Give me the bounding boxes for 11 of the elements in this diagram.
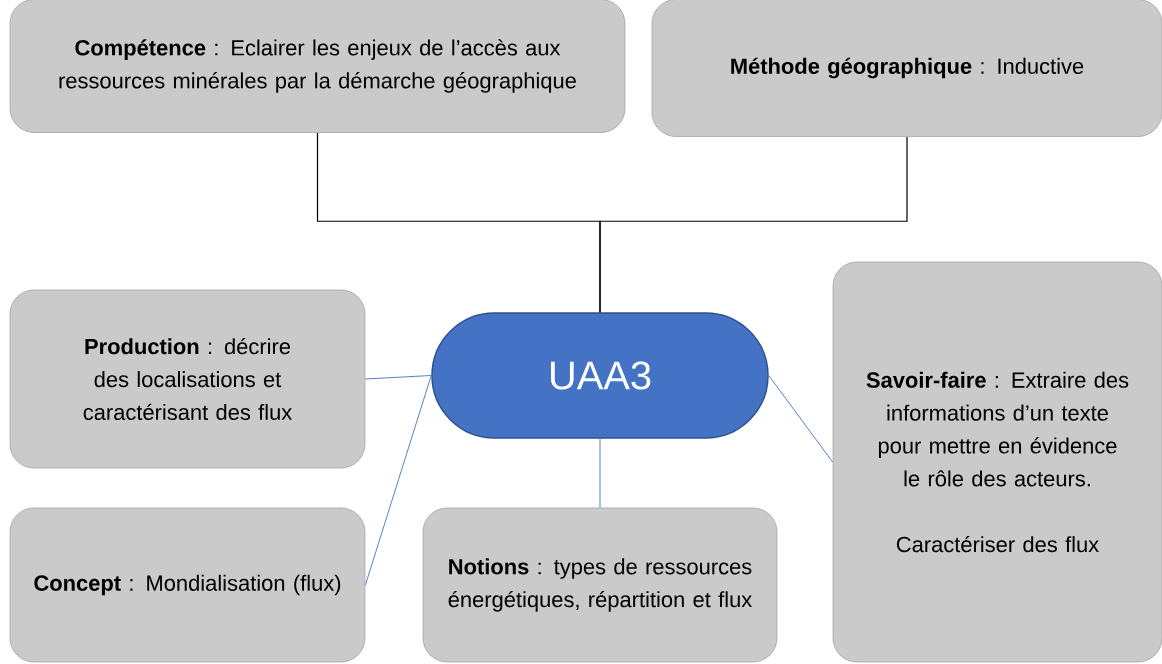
connector-line xyxy=(768,375,834,463)
connector-line xyxy=(599,438,601,509)
topic-box: Production : décrire des localisations et caractérisant des flux xyxy=(9,289,366,469)
topic-box: Compétence : Eclairer les enjeux de l’accès aux ressources minérales par la démarche géographique xyxy=(9,0,626,133)
connector-line xyxy=(599,136,908,313)
topic-box: Savoir-faire : Extraire des informations d’un texte pour mettre en évidence le rôle des acteurs. Caractériser des flux xyxy=(832,261,1162,663)
connector-line xyxy=(364,375,432,380)
topic-box: Méthode géographique : Inductive xyxy=(651,0,1162,137)
connector-line xyxy=(364,375,432,586)
topic-box: Concept : Mondialisation (flux) xyxy=(9,507,366,663)
topic-box: Notions : types de ressources énergétiques, répartition et flux xyxy=(422,507,778,663)
